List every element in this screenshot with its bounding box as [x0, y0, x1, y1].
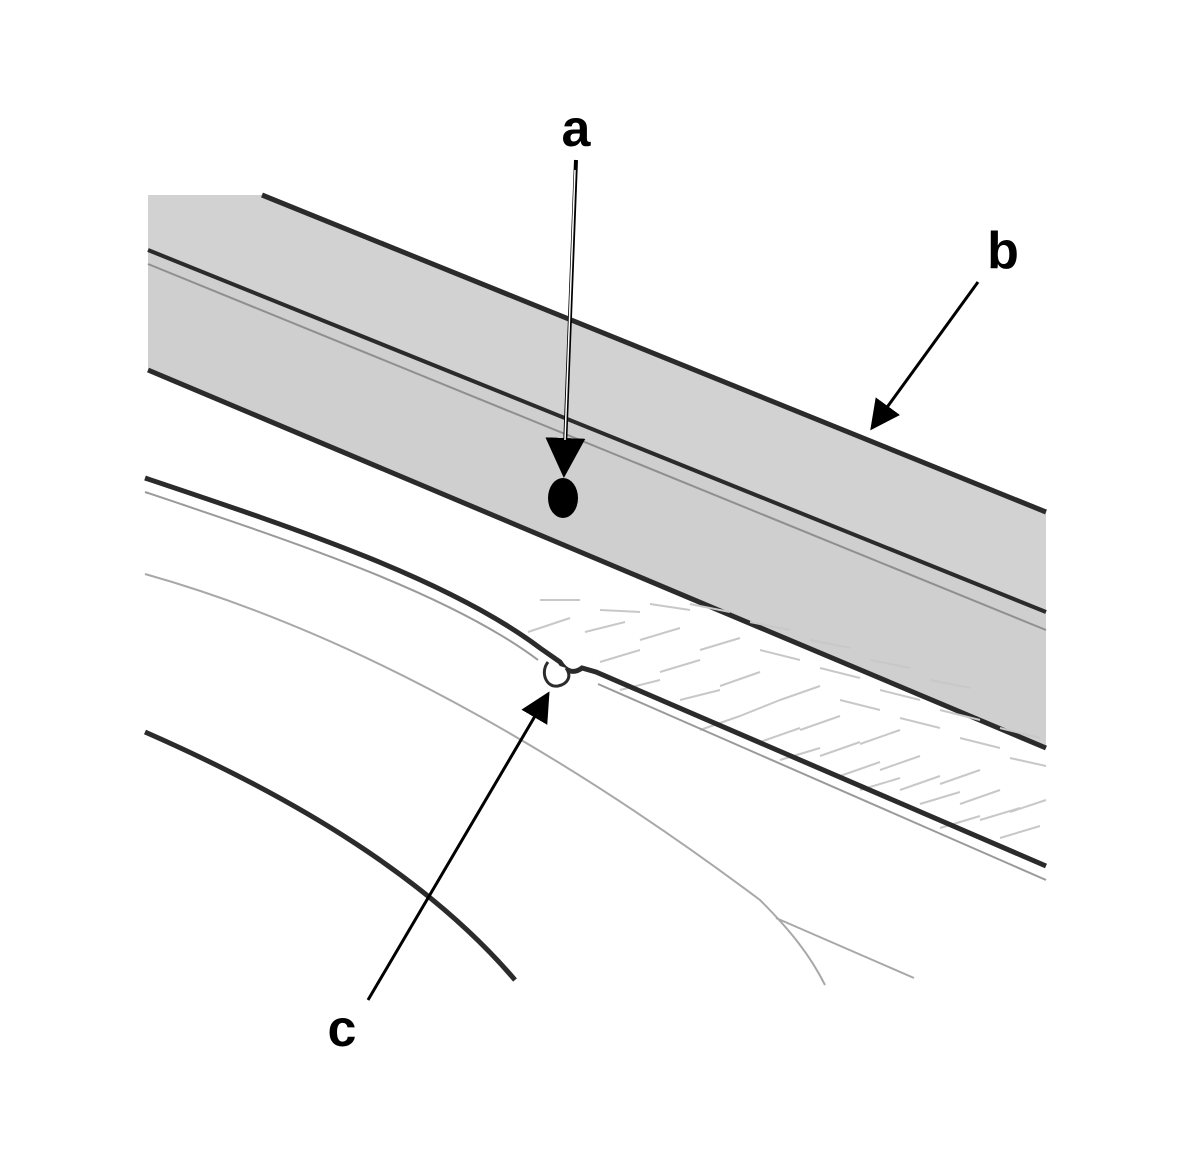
leader-arrow-c [366, 691, 550, 1001]
callout-label-c: c [328, 1000, 357, 1058]
trim-strip-crease-line [147, 248, 1047, 614]
leader-arrow-b [870, 281, 980, 431]
leader-arrow-a-inner [564, 169, 576, 441]
clip-notch [542, 661, 571, 688]
callout-label-b: b [987, 222, 1019, 280]
panel-contour-short [775, 917, 915, 979]
trim-strip-bottom-edge [147, 367, 1047, 751]
trim-strip-crease-line-light [147, 263, 1047, 631]
trim-strip-top-edge [261, 192, 1047, 515]
panel-curve-dark [143, 729, 517, 982]
fastener-hole [548, 478, 578, 518]
trim-strip-upper-band [148, 195, 1046, 612]
callout-leaders [366, 159, 980, 1001]
panel-edge-dark [144, 475, 1047, 869]
panel-edge-light [144, 491, 1047, 881]
body-panel [143, 475, 1047, 986]
trim-strip [147, 192, 1047, 751]
panel-contour-light [144, 573, 826, 986]
surface-hatch-pattern [527, 599, 1047, 839]
callout-label-a: a [562, 100, 592, 158]
